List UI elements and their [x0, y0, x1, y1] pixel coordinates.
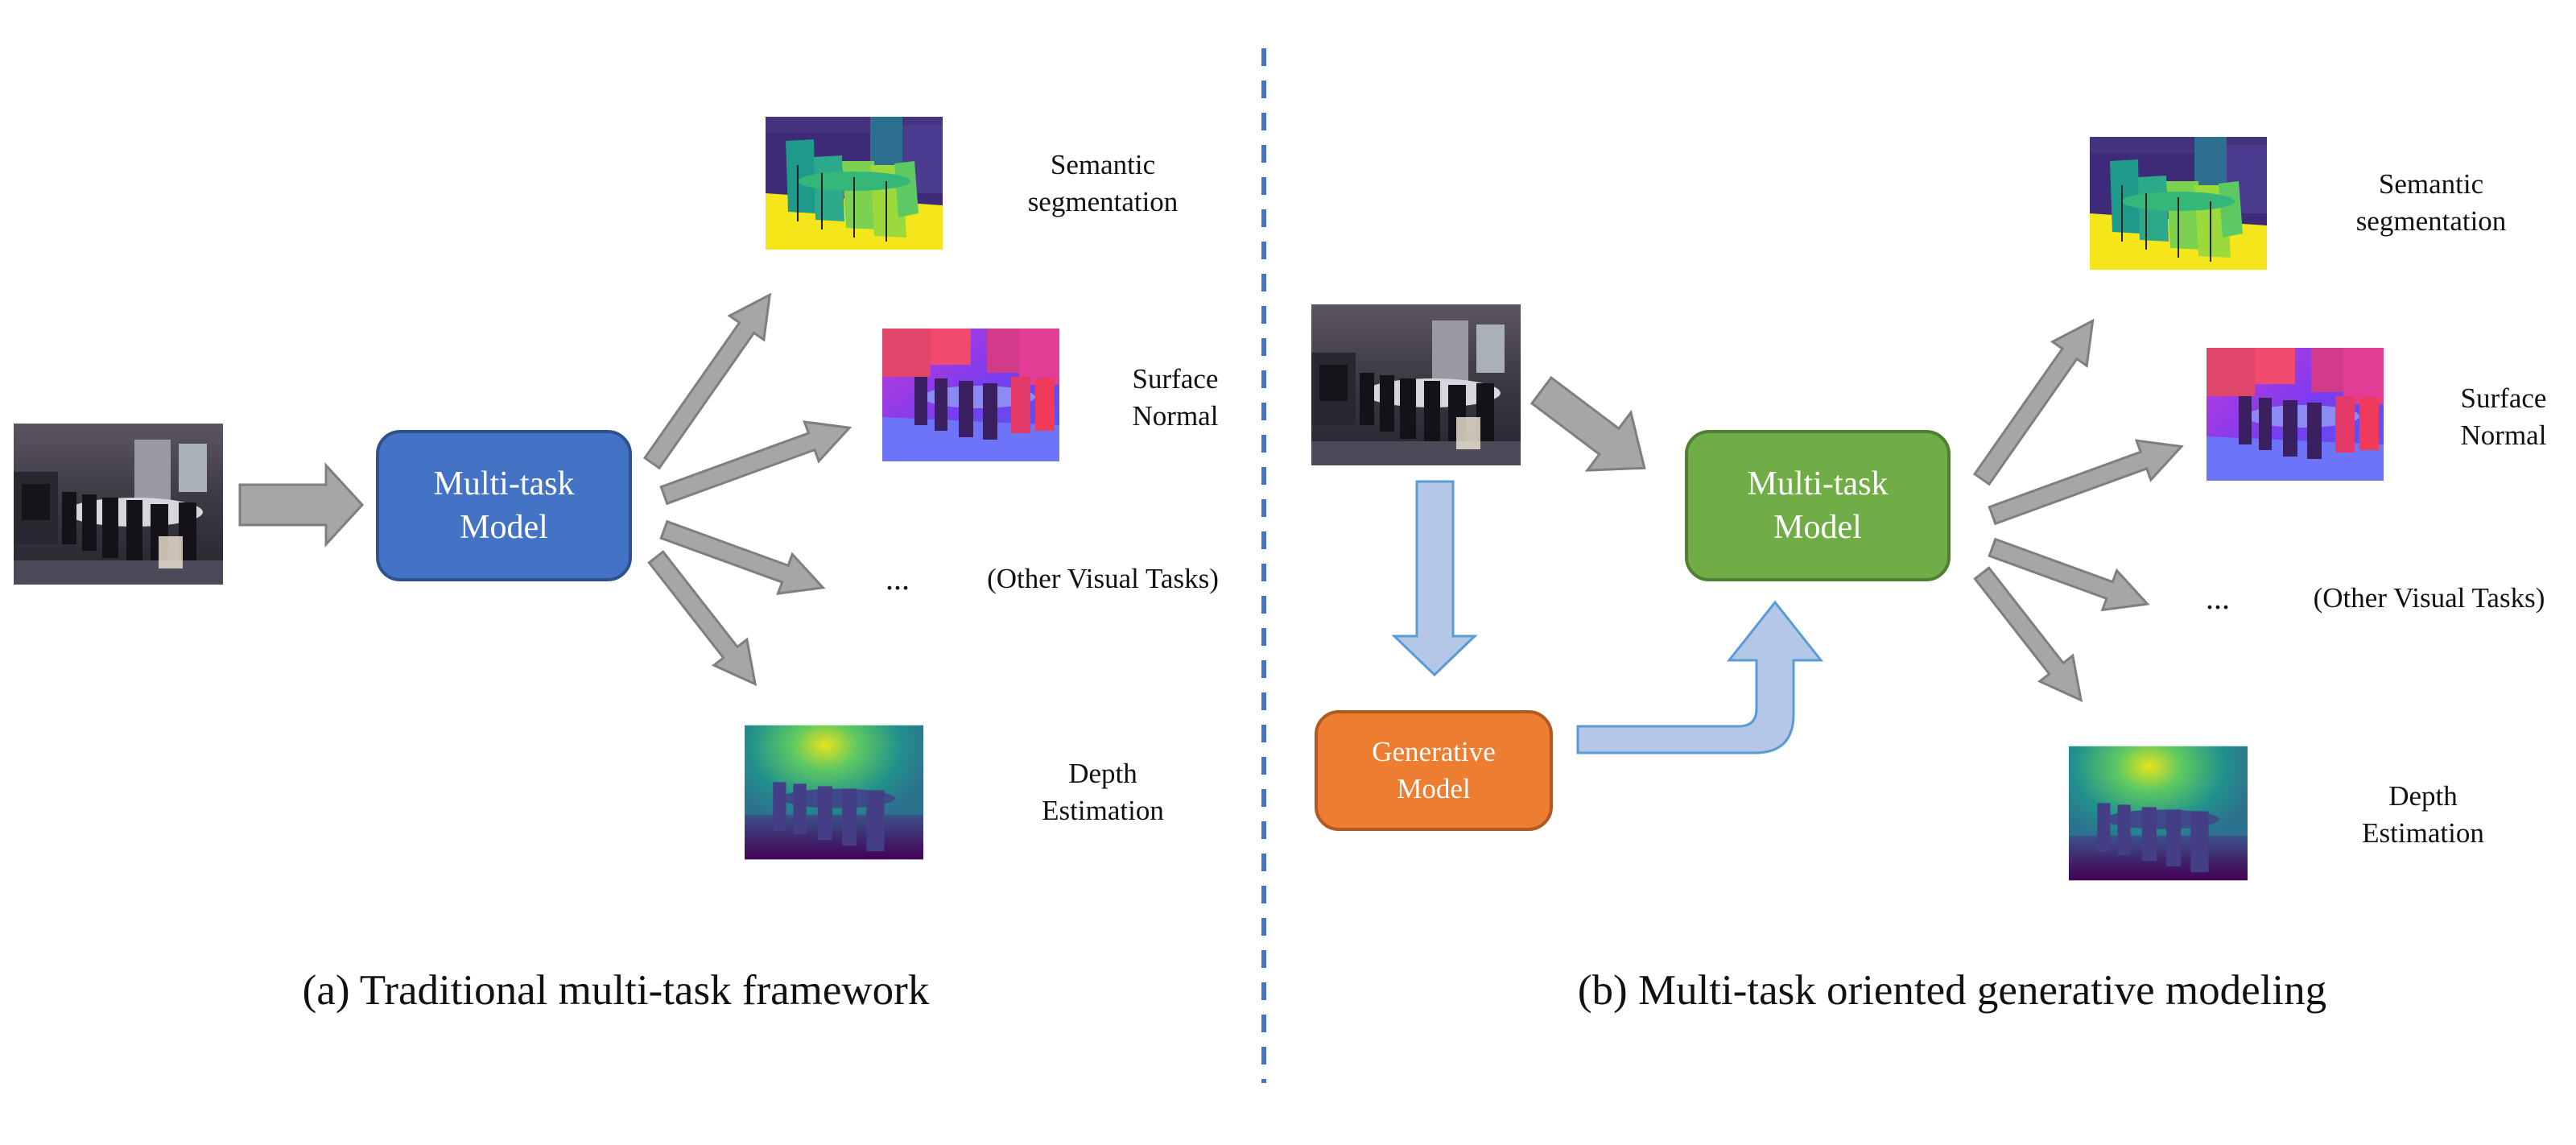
output-arrow-normal-left	[659, 420, 852, 506]
semantic-label-right: Semantic segmentation	[2318, 166, 2544, 240]
surface-normal-image-left	[882, 329, 1059, 461]
generative-box-line2: Model	[1397, 773, 1471, 804]
depth-label-line1: Depth	[1068, 758, 1137, 789]
other-tasks-label-left: (Other Visual Tasks)	[987, 563, 1219, 594]
normal-label-line1: Surface	[1132, 363, 1219, 395]
model-box-line1: Multi-task	[433, 465, 575, 502]
input-arrow-left	[238, 462, 365, 548]
semantic-label-line2: segmentation	[2355, 205, 2507, 237]
output-arrow-semantic-right	[1972, 318, 2095, 486]
depth-label-line1: Depth	[2388, 780, 2458, 812]
semantic-label-line2: segmentation	[1027, 186, 1179, 217]
normal-label-line2: Normal	[1132, 400, 1219, 432]
input-arrow-right	[1530, 375, 1646, 472]
normal-label-line1: Surface	[2460, 382, 2547, 414]
output-arrow-depth-right	[1973, 566, 2083, 703]
blue-arrow-bent	[1576, 600, 1824, 754]
semantic-label-line1: Semantic	[2378, 168, 2484, 200]
model-box-line2: Model	[460, 509, 548, 546]
surface-normal-image-right	[2207, 348, 2384, 481]
caption-right: (b) Multi-task oriented generative model…	[1577, 967, 2327, 1014]
depth-label-left: Depth Estimation	[998, 755, 1208, 829]
output-arrow-other-right	[1988, 537, 2150, 612]
multi-task-model-box-left: Multi-task Model	[376, 430, 632, 581]
model-box-line2: Model	[1773, 509, 1862, 546]
other-tasks-label-right: (Other Visual Tasks)	[2313, 582, 2545, 614]
input-photo-left	[14, 424, 223, 585]
ellipsis-left: ...	[886, 560, 910, 597]
normal-label-left: Surface Normal	[1111, 361, 1240, 435]
generative-model-box: Generative Model	[1315, 710, 1553, 831]
semantic-segmentation-image-right	[2089, 137, 2268, 270]
depth-label-right: Depth Estimation	[2318, 778, 2528, 852]
ellipsis-right: ...	[2206, 580, 2230, 616]
multi-task-model-box-right: Multi-task Model	[1685, 430, 1951, 581]
depth-image-right	[2069, 746, 2248, 881]
semantic-label-line1: Semantic	[1050, 149, 1156, 180]
depth-label-line2: Estimation	[2362, 817, 2484, 849]
depth-image-left	[745, 725, 923, 860]
semantic-label-left: Semantic segmentation	[990, 147, 1216, 221]
generative-box-line1: Generative	[1372, 736, 1496, 767]
output-arrow-depth-left	[647, 550, 758, 687]
model-box-line1: Multi-task	[1747, 465, 1889, 502]
blue-arrow-down	[1391, 480, 1478, 677]
normal-label-line2: Normal	[2460, 420, 2547, 451]
output-arrow-normal-right	[1988, 439, 2184, 526]
output-arrow-semantic-left	[642, 292, 772, 470]
semantic-segmentation-image-left	[765, 117, 943, 250]
input-photo-right	[1311, 304, 1521, 465]
normal-label-right: Surface Normal	[2439, 380, 2568, 454]
output-arrow-other-left	[659, 519, 826, 595]
depth-label-line2: Estimation	[1042, 795, 1164, 826]
caption-left: (a) Traditional multi-task framework	[302, 967, 930, 1014]
